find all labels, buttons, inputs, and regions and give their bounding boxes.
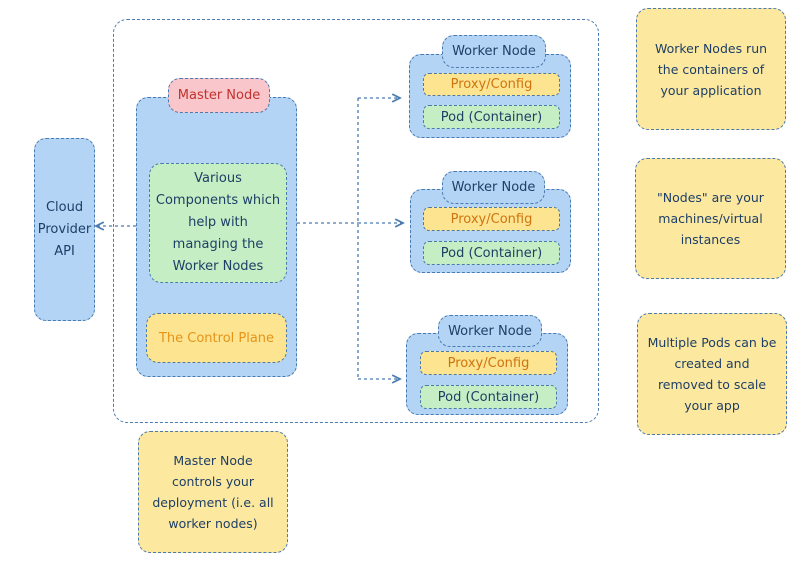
worker-node-2-proxy: Proxy/Config [423,207,560,231]
worker-node-1-pod: Pod (Container) [423,105,560,129]
worker-node-2-title-text: Worker Node [451,180,536,195]
worker-node-2-pod-text: Pod (Container) [440,245,543,261]
note-nodes-machines-text: "Nodes" are your machines/virtual instan… [657,190,764,247]
master-node-title: Master Node [168,78,270,113]
worker-node-2-pod: Pod (Container) [423,241,560,265]
worker-node-3-pod-text: Pod (Container) [437,389,540,405]
cloud-provider-api-label: Cloud Provider API [37,199,92,259]
worker-node-1-pod-text: Pod (Container) [440,109,543,125]
note-worker-nodes-text: Worker Nodes run the containers of your … [654,40,768,98]
note-master-node: Master Node controls your deployment (i.… [138,431,288,553]
master-components: Various Components which help with manag… [149,163,287,283]
worker-node-3-title: Worker Node [438,315,542,347]
worker-node-2-title: Worker Node [442,171,545,204]
master-node-title-text: Master Node [177,87,261,103]
worker-node-3-proxy: Proxy/Config [420,351,557,375]
worker-node-3-title-text: Worker Node [448,323,532,339]
worker-node-1-proxy: Proxy/Config [423,73,560,96]
control-plane: The Control Plane [146,313,287,363]
master-components-text: Various Components which help with manag… [155,171,281,274]
control-plane-text: The Control Plane [158,330,275,346]
worker-node-3-pod: Pod (Container) [420,385,557,409]
worker-node-3-proxy-text: Proxy/Config [447,355,530,371]
note-nodes-machines: "Nodes" are your machines/virtual instan… [635,158,786,279]
worker-node-1-title-text: Worker Node [452,44,536,59]
note-worker-nodes: Worker Nodes run the containers of your … [636,8,786,130]
cloud-provider-api: Cloud Provider API [34,138,95,321]
worker-node-1-title: Worker Node [442,35,546,68]
cluster-frame [113,19,599,423]
worker-node-1-proxy-text: Proxy/Config [450,77,533,92]
note-multiple-pods-text: Multiple Pods can be created and removed… [647,335,777,413]
worker-node-2-proxy-text: Proxy/Config [450,211,533,227]
note-master-node-text: Master Node controls your deployment (i.… [152,453,274,531]
note-multiple-pods: Multiple Pods can be created and removed… [637,313,787,435]
